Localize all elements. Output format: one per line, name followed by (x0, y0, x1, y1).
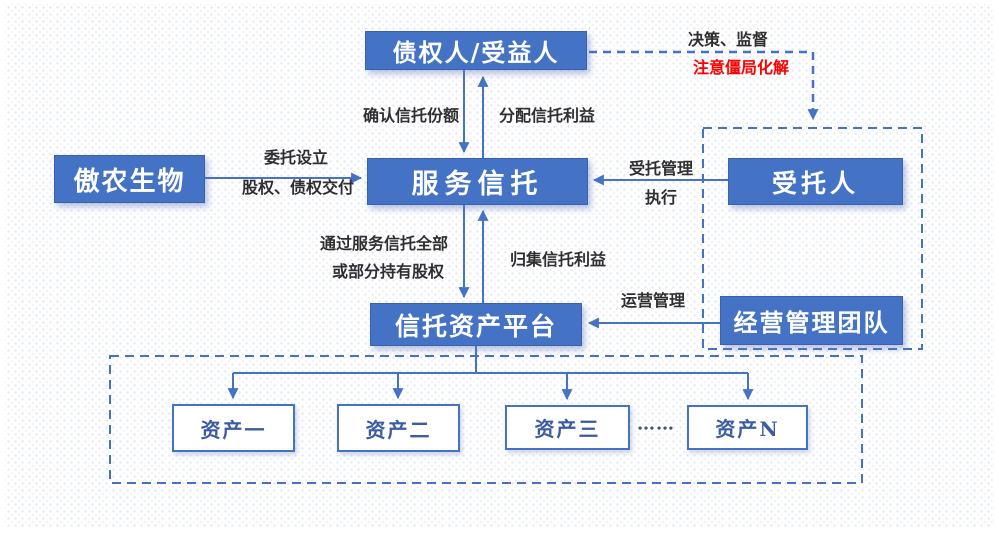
node-asset-2: 资产二 (337, 404, 460, 452)
edge-label-equity-debt-delivery: 股权、债权交付 (241, 178, 355, 197)
dotted-background (5, 4, 994, 527)
node-management-team-label: 经营管理团队 (733, 308, 890, 337)
node-service-trust: 服务信托 (367, 158, 588, 205)
node-asset-n-label: 资产N (715, 417, 780, 441)
edge-label-operation-management: 运营管理 (620, 291, 686, 310)
node-creditor-beneficiary-label: 债权人/受益人 (392, 38, 560, 67)
node-asset-3-label: 资产三 (534, 417, 601, 441)
node-asset-2-label: 资产二 (365, 417, 432, 442)
node-trust-asset-platform-label: 信托资产平台 (394, 311, 557, 341)
edge-label-entrusted-management: 受托管理 (628, 159, 694, 178)
node-trustee-label: 受托人 (771, 168, 859, 198)
edge-label-confirm-trust-share: 确认信托份额 (362, 106, 460, 125)
node-management-team: 经营管理团队 (720, 296, 903, 345)
node-aonong-bio: 傲农生物 (54, 155, 205, 203)
edge-label-distribute-trust-benefit: 分配信托利益 (498, 106, 596, 125)
node-asset-n: 资产N (687, 405, 808, 450)
asset-tree-connector (233, 346, 748, 374)
edge-label-decision-supervision: 决策、监督 (687, 30, 769, 49)
node-creditor-beneficiary: 债权人/受益人 (365, 31, 587, 70)
node-asset-3: 资产三 (505, 405, 630, 450)
node-trust-asset-platform: 信托资产平台 (370, 303, 582, 346)
assets-group-dashed-box (109, 355, 863, 484)
edge-label-execution: 执行 (644, 188, 678, 207)
edge-label-collect-trust-benefit: 归集信托利益 (509, 250, 607, 269)
node-service-trust-label: 服务信托 (411, 169, 544, 200)
edge-label-deadlock-note: 注意僵局化解 (692, 58, 790, 77)
edge-label-via-service-trust-all: 通过服务信托全部 (319, 234, 449, 253)
dashed-arrow-creditor-to-trustee-group (589, 50, 819, 121)
node-trustee: 受托人 (728, 158, 903, 205)
node-asset-1-label: 资产一 (200, 417, 267, 442)
edge-label-or-partial-hold-equity: 或部分持有股权 (331, 262, 445, 281)
trustee-group-dashed-box (702, 127, 923, 350)
assets-ellipsis: …… (637, 413, 675, 435)
node-asset-1: 资产一 (172, 404, 295, 452)
edge-label-entrust-setup: 委托设立 (263, 148, 329, 167)
node-aonong-bio-label: 傲农生物 (73, 166, 186, 197)
